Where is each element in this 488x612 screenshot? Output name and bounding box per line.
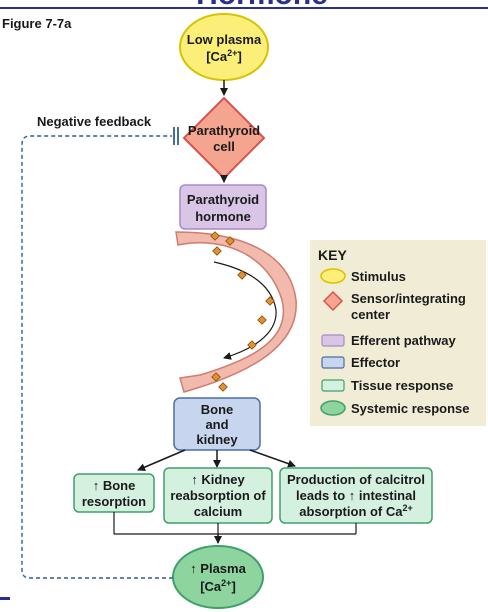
stimulus-shape bbox=[179, 13, 269, 81]
key-item-effector: Effector bbox=[321, 355, 400, 370]
key-swatch-stimulus bbox=[320, 268, 346, 284]
hormone-molecules bbox=[210, 231, 275, 392]
stimulus-line1: Low plasma bbox=[187, 32, 262, 47]
efferent-node: Parathyroid hormone bbox=[179, 184, 267, 230]
key-label-stimulus: Stimulus bbox=[351, 269, 406, 284]
sensor-node: Parathyroid cell bbox=[183, 97, 265, 179]
key-title: KEY bbox=[318, 247, 347, 263]
key-item-stimulus: Stimulus bbox=[320, 268, 406, 284]
systemic-line1: ↑ Plasma bbox=[190, 561, 246, 576]
tissue-kidney-line1: ↑ Kidney bbox=[191, 472, 245, 487]
hormone-molecule bbox=[211, 372, 221, 382]
sensor-shape bbox=[183, 97, 265, 179]
key-swatch-effector bbox=[321, 356, 345, 369]
efferent-shape bbox=[179, 184, 267, 230]
vessel-shape bbox=[175, 231, 297, 393]
tissue-bone-line1: ↑ Bone bbox=[93, 478, 136, 493]
hormone-molecule bbox=[210, 231, 220, 241]
feedback-label: Negative feedback bbox=[37, 114, 152, 129]
hormone-molecule bbox=[237, 270, 247, 280]
key-item-tissue: Tissue response bbox=[321, 378, 453, 393]
efferent-line2: hormone bbox=[195, 209, 251, 224]
tissue-calcitrol-line1: Production of calcitrol bbox=[287, 472, 425, 487]
key-swatch-sensor bbox=[322, 290, 344, 312]
effector-node: Bone and kidney bbox=[173, 397, 261, 451]
key-label-tissue: Tissue response bbox=[351, 378, 453, 393]
tissue-calcitrol-line2: leads to ↑ intestinal bbox=[296, 488, 416, 503]
page-title-text: Hormone bbox=[196, 0, 328, 11]
key-item-efferent: Efferent pathway bbox=[321, 333, 457, 348]
systemic-shape bbox=[172, 545, 264, 609]
page-title: Hormone bbox=[0, 0, 488, 11]
corner-marker bbox=[0, 597, 10, 600]
key-item-systemic: Systemic response bbox=[320, 400, 470, 416]
key-swatch-systemic bbox=[320, 400, 346, 416]
key-label-sensor-2: center bbox=[351, 307, 390, 322]
tissue-calcitrol-node: Production of calcitrol leads to ↑ intes… bbox=[279, 467, 433, 524]
key-item-sensor: Sensor/integrating center bbox=[322, 290, 466, 322]
key-label-effector: Effector bbox=[351, 355, 400, 370]
tissue-kidney-node: ↑ Kidney reabsorption of calcium bbox=[163, 467, 273, 524]
hormone-molecule bbox=[212, 246, 222, 256]
hormone-molecule bbox=[247, 340, 257, 350]
tissue-bone-line2: resorption bbox=[82, 494, 146, 509]
key-panel: KEY Stimulus Sensor/integrating center E… bbox=[310, 240, 486, 426]
tissue-kidney-line2: reabsorption of bbox=[170, 488, 266, 503]
sensor-line2: cell bbox=[213, 139, 235, 154]
sensor-line1: Parathyroid bbox=[188, 123, 260, 138]
effector-line1: Bone bbox=[201, 402, 234, 417]
systemic-node: ↑ Plasma [Ca2+] bbox=[172, 545, 264, 609]
hormone-molecule bbox=[218, 382, 228, 392]
key-label-efferent: Efferent pathway bbox=[351, 333, 457, 348]
figure-label: Figure 7-7a bbox=[2, 16, 72, 31]
converging-lines bbox=[113, 512, 357, 544]
key-swatch-efferent bbox=[321, 334, 345, 347]
systemic-line2: [Ca2+] bbox=[200, 578, 236, 594]
blood-vessel bbox=[175, 231, 297, 393]
tissue-calcitrol-line3: absorption of Ca2+ bbox=[299, 503, 413, 519]
hormone-molecule bbox=[225, 236, 235, 246]
key-label-sensor: Sensor/integrating bbox=[351, 291, 466, 306]
hormone-molecule bbox=[265, 296, 275, 306]
stimulus-node: Low plasma [Ca2+] bbox=[179, 13, 269, 81]
key-label-systemic: Systemic response bbox=[351, 401, 470, 416]
efferent-line1: Parathyroid bbox=[187, 192, 259, 207]
arrow-effector-to-calcitrol bbox=[249, 449, 296, 468]
effector-line3: kidney bbox=[196, 432, 238, 447]
stimulus-line2: [Ca2+] bbox=[206, 48, 242, 64]
effector-line2: and bbox=[205, 417, 228, 432]
feedback-dashed-line bbox=[21, 135, 173, 579]
tissue-kidney-line3: calcium bbox=[194, 504, 242, 519]
tissue-bone-node: ↑ Bone resorption bbox=[73, 473, 155, 513]
arrow-effector-to-bone bbox=[137, 449, 186, 471]
hormone-molecule bbox=[257, 315, 267, 325]
key-swatch-tissue bbox=[321, 379, 345, 392]
negative-feedback-loop: Negative feedback bbox=[21, 114, 179, 579]
